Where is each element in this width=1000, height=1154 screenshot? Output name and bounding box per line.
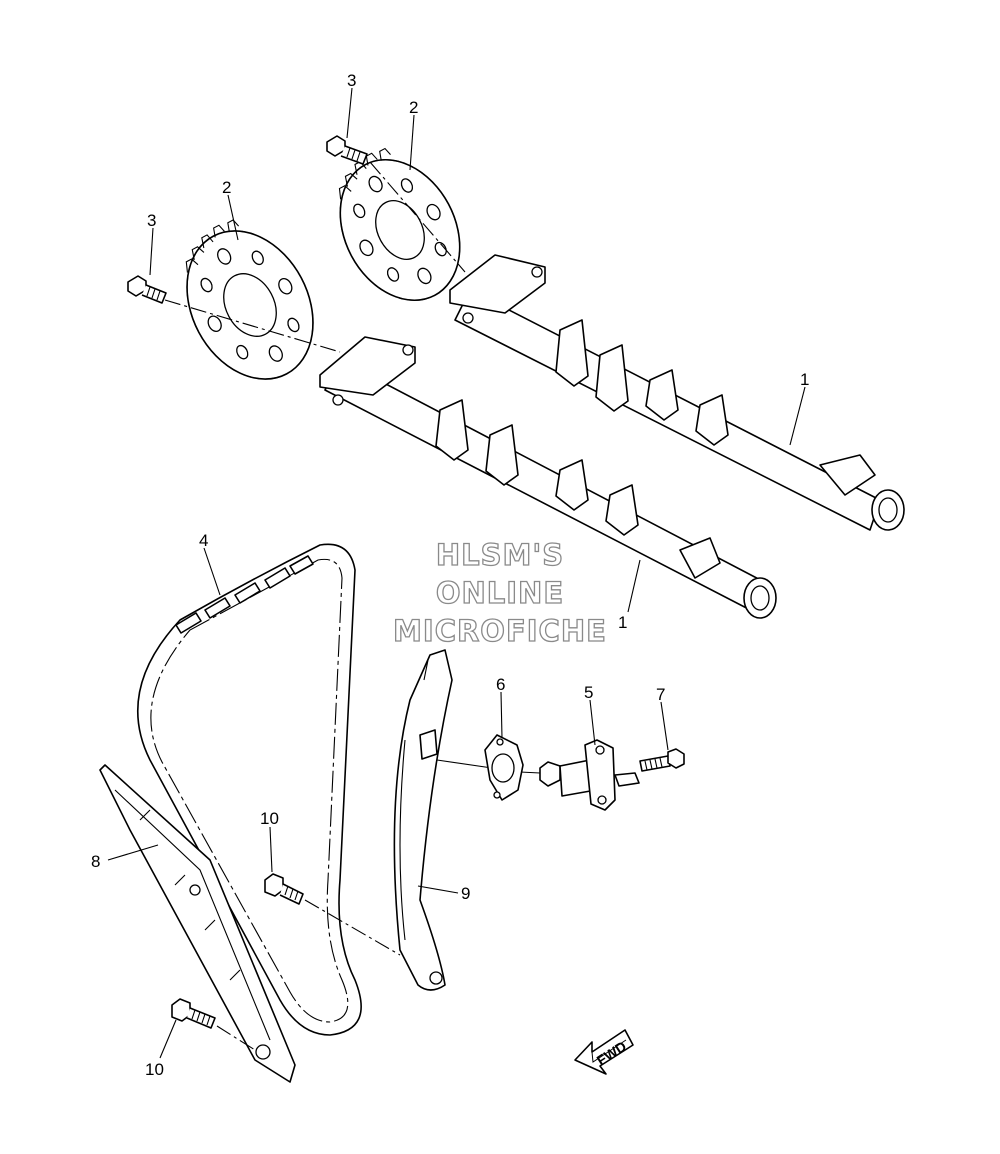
tensioner-bolt[interactable] [639,748,685,772]
watermark-line-2: ONLINE [436,576,564,610]
chain-guide[interactable] [99,764,296,1083]
tensioner-assembly-line [436,759,493,769]
guide-bolt-lower[interactable] [171,998,216,1029]
callout-3-right: 3 [347,71,356,90]
callout-6: 6 [496,675,505,694]
callout-3-left: 3 [147,211,156,230]
assembly-line-left [164,299,341,353]
leader-lines [107,87,806,1059]
callout-10-lower: 10 [145,1060,164,1079]
tensioner-gasket[interactable] [484,734,524,801]
watermark: HLSM'S ONLINE MICROFICHE [392,537,607,648]
cam-chain-tensioner[interactable] [539,739,640,811]
timing-chain[interactable] [137,543,362,1036]
callout-8: 8 [91,852,100,871]
camshaft-lower[interactable] [319,336,777,619]
callout-7: 7 [656,685,665,704]
callout-2-right: 2 [409,98,418,117]
callout-1-lower: 1 [618,613,627,632]
guide-bolt-upper-line [304,899,401,956]
callout-1-upper: 1 [800,370,809,389]
watermark-line-3: MICROFICHE [393,614,607,648]
callout-2-left: 2 [222,178,231,197]
sprocket-bolt-left[interactable] [127,275,167,304]
watermark-line-1: HLSM'S [436,538,564,572]
camshaft-sprocket-right[interactable] [313,133,483,321]
assembly-line-right [369,161,466,273]
callout-5: 5 [584,683,593,702]
sprocket-bolt-right[interactable] [326,135,368,165]
fwd-arrow-icon: FWD [574,1029,634,1075]
tensioner-assembly-line-2 [519,771,541,774]
callout-10-upper: 10 [260,809,279,828]
guide-bolt-lower-line [216,1025,256,1051]
callout-9: 9 [461,884,470,903]
guide-bolt-upper[interactable] [264,873,304,905]
camshaft-upper[interactable] [449,254,905,531]
camshaft-sprocket-left[interactable] [159,203,338,401]
callout-4: 4 [199,531,208,550]
tensioner-guide[interactable] [393,649,453,991]
